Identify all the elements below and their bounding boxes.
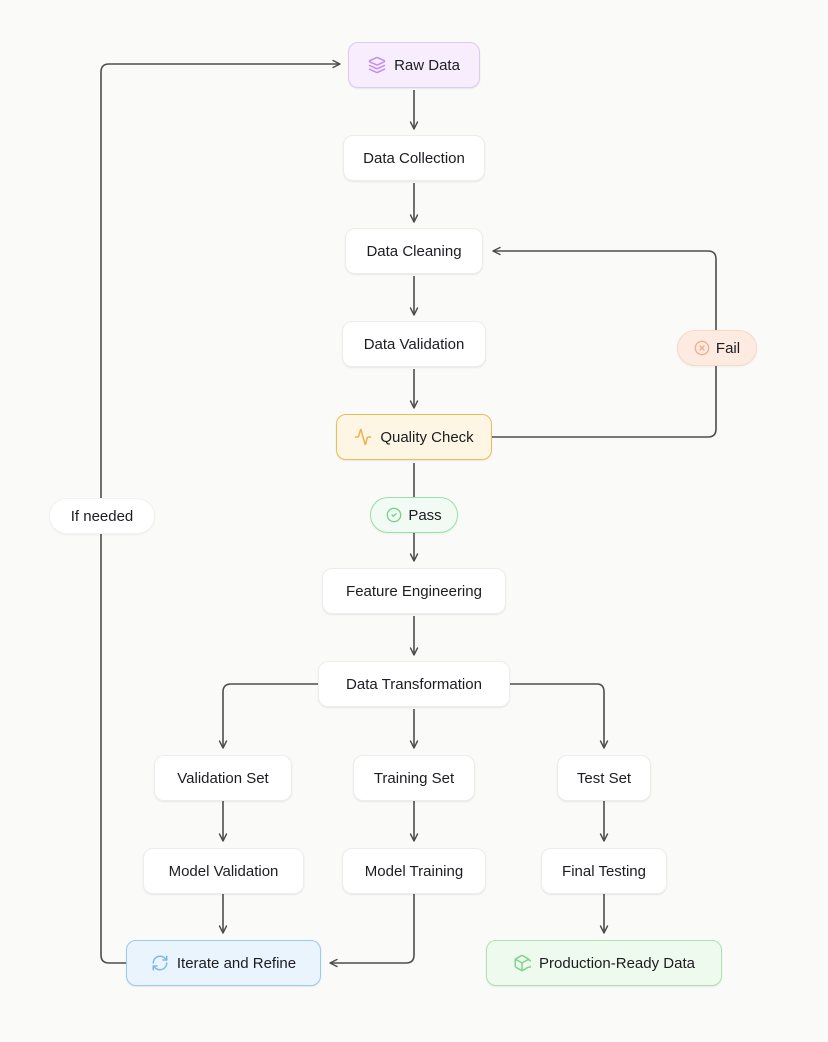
edge-label-text: Pass	[408, 506, 442, 524]
node-data-transformation[interactable]: Data Transformation	[318, 661, 510, 707]
node-label: Test Set	[576, 769, 632, 787]
node-label: Feature Engineering	[346, 582, 482, 600]
node-label: Validation Set	[177, 769, 269, 787]
node-label: Data Validation	[363, 335, 465, 353]
node-iterate-and-refine[interactable]: Iterate and Refine	[126, 940, 321, 986]
node-data-cleaning[interactable]: Data Cleaning	[345, 228, 483, 274]
edge-label-text: If needed	[70, 507, 134, 525]
node-label: Production-Ready Data	[539, 954, 695, 972]
edge-label-pass: Pass	[370, 497, 458, 533]
node-label: Data Transformation	[346, 675, 482, 693]
layers-icon	[368, 56, 386, 74]
node-production-ready-data[interactable]: Production-Ready Data	[486, 940, 722, 986]
edge-data-transformation-to-validation-set	[218, 683, 318, 749]
node-feature-engineering[interactable]: Feature Engineering	[322, 568, 506, 614]
node-data-collection[interactable]: Data Collection	[343, 135, 485, 181]
node-final-testing[interactable]: Final Testing	[541, 848, 667, 894]
package-icon	[513, 954, 532, 972]
edge-label-if-needed: If needed	[49, 498, 155, 534]
node-training-set[interactable]: Training Set	[353, 755, 475, 801]
edge-label-fail: Fail	[677, 330, 757, 366]
node-label: Model Validation	[168, 862, 279, 880]
x-circle-icon	[694, 340, 710, 356]
node-label: Data Cleaning	[366, 242, 462, 260]
edge-label-text: Fail	[715, 339, 741, 357]
node-raw-data[interactable]: Raw Data	[348, 42, 480, 88]
node-label: Iterate and Refine	[176, 954, 297, 972]
refresh-icon	[151, 954, 169, 972]
node-model-validation[interactable]: Model Validation	[143, 848, 304, 894]
edge-data-transformation-to-test-set	[510, 683, 609, 749]
check-circle-icon	[386, 507, 402, 523]
node-label: Quality Check	[380, 428, 474, 446]
node-label: Data Collection	[363, 149, 465, 167]
node-label: Raw Data	[394, 56, 460, 74]
node-quality-check[interactable]: Quality Check	[336, 414, 492, 460]
node-model-training[interactable]: Model Training	[342, 848, 486, 894]
edge-model-training-to-iterate	[329, 894, 415, 968]
node-label: Model Training	[364, 862, 464, 880]
node-test-set[interactable]: Test Set	[557, 755, 651, 801]
node-validation-set[interactable]: Validation Set	[154, 755, 292, 801]
node-label: Training Set	[373, 769, 455, 787]
node-data-validation[interactable]: Data Validation	[342, 321, 486, 367]
activity-icon	[354, 428, 372, 446]
node-label: Final Testing	[562, 862, 646, 880]
